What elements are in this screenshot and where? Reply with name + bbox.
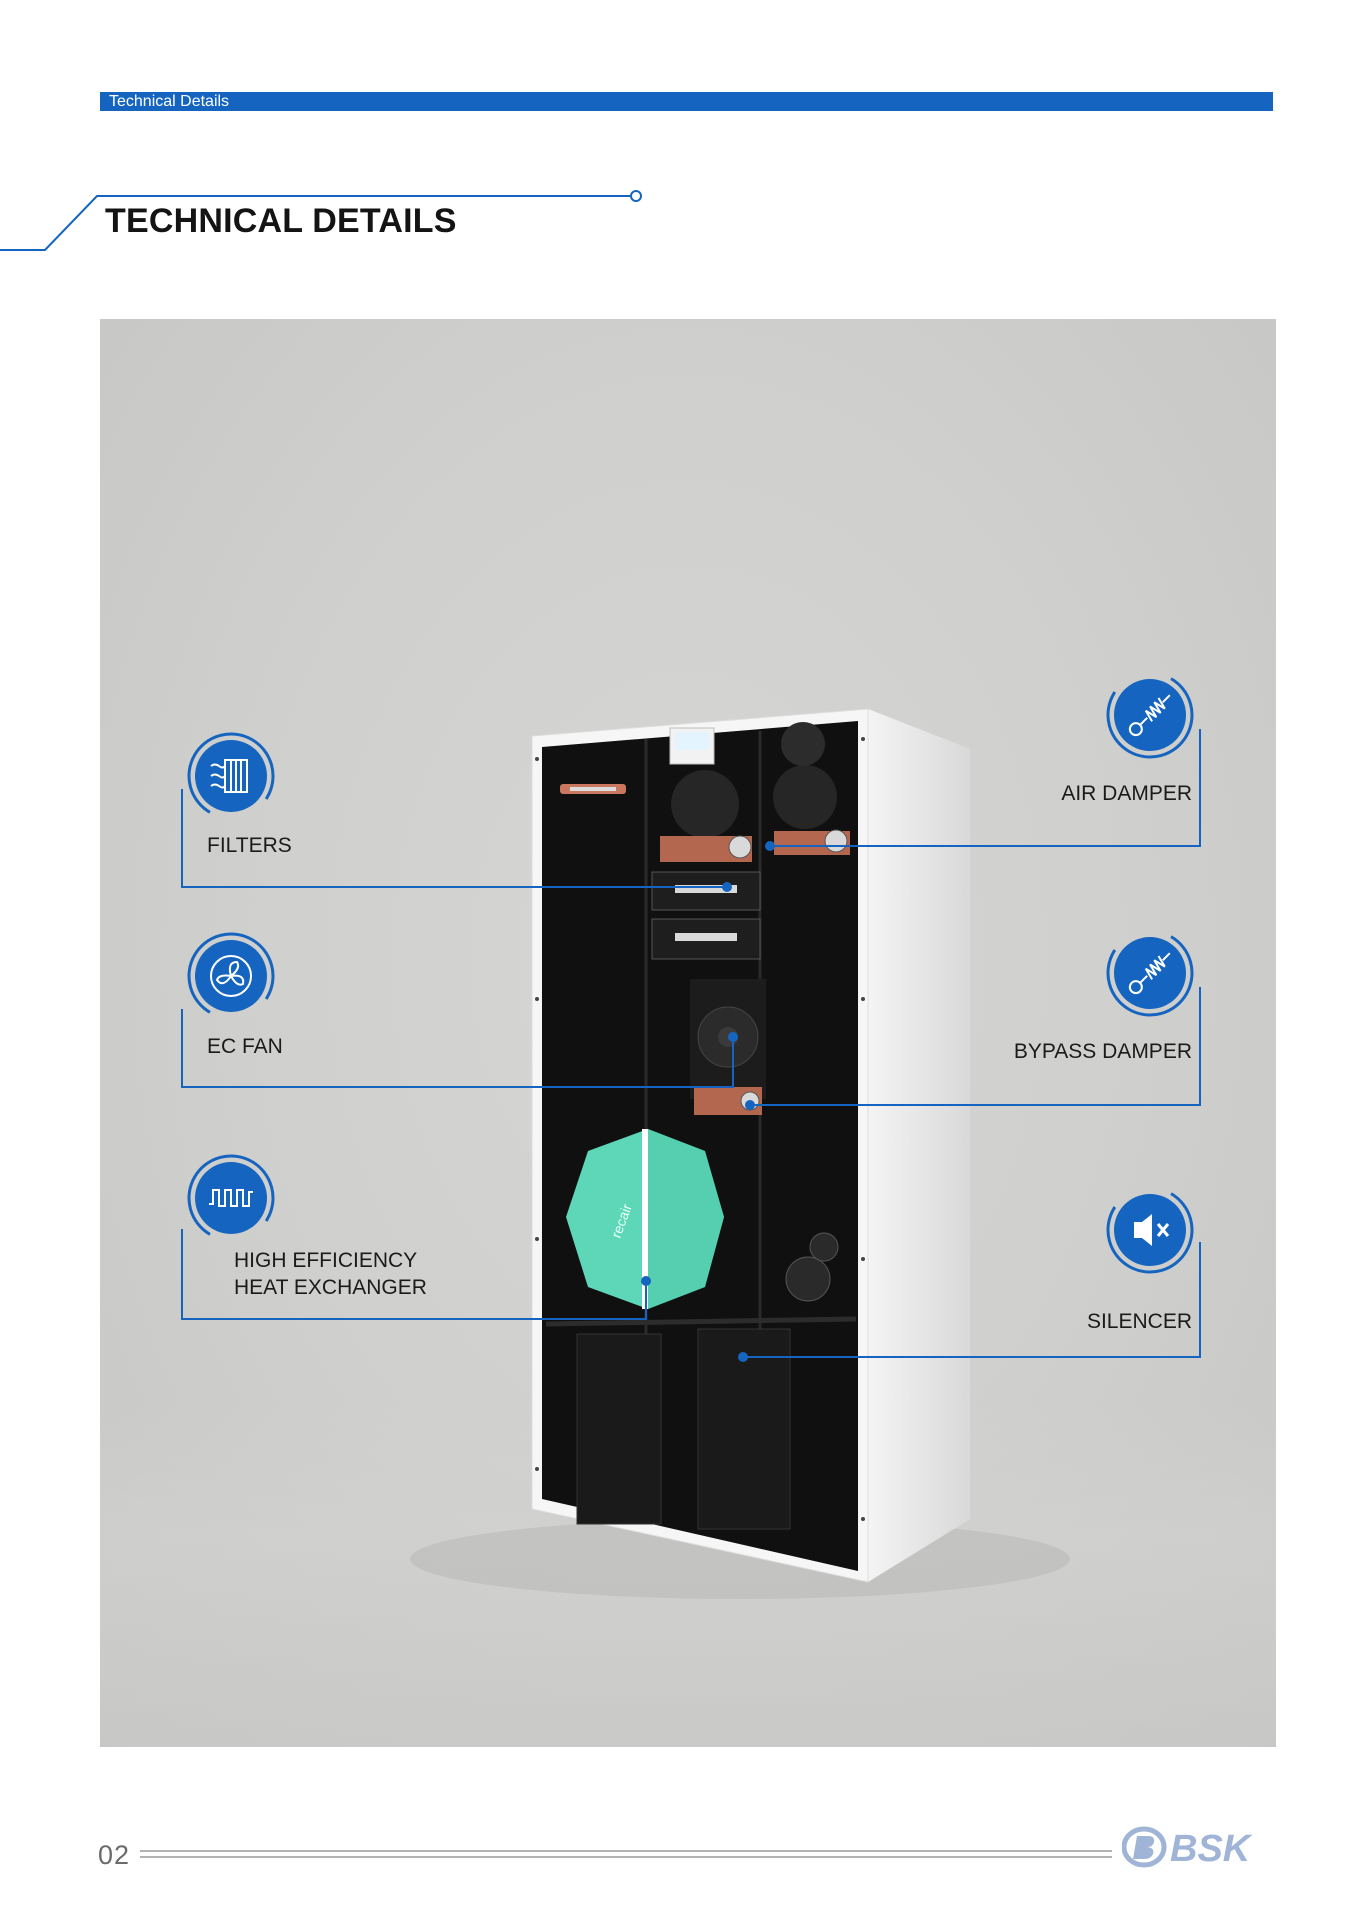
heat-exchanger-marker	[641, 1276, 651, 1286]
footer-divider	[140, 1850, 1112, 1858]
filter-icon	[187, 732, 275, 820]
title-decoration	[0, 190, 642, 251]
logo-text: BSK	[1170, 1828, 1253, 1870]
air-damper-label: AIR DAMPER	[1061, 782, 1192, 805]
product-photo-panel: recair	[100, 319, 1276, 1747]
page-title: TECHNICAL DETAILS	[105, 202, 457, 240]
bypass-damper-marker	[745, 1100, 755, 1110]
filters-label: FILTERS	[207, 834, 292, 857]
page-number: 02	[98, 1840, 131, 1870]
ec-fan-label: EC FAN	[207, 1035, 283, 1058]
header-section-label: Technical Details	[109, 93, 230, 110]
callout-connectors	[181, 729, 1201, 1362]
silencer-label: SILENCER	[1086, 1310, 1192, 1333]
filters-marker	[722, 882, 732, 892]
speaker-mute-icon	[1106, 1186, 1194, 1274]
bypass-damper-label: BYPASS DAMPER	[1013, 1040, 1192, 1063]
fan-icon	[187, 932, 275, 1020]
silencer-marker	[738, 1352, 748, 1362]
heat-exchanger-label-line1: HIGH EFFICIENCY	[234, 1249, 418, 1272]
heat-coil-icon	[187, 1154, 275, 1242]
spring-damper-icon	[1106, 929, 1194, 1017]
ventilation-unit-illustration: recair	[410, 708, 1070, 1599]
heat-exchanger-label-line2: HEAT EXCHANGER	[234, 1276, 427, 1299]
bsk-logo: BSK	[1121, 1820, 1278, 1872]
spring-damper-icon	[1106, 671, 1194, 759]
air-damper-marker	[765, 841, 775, 851]
header-bar	[100, 92, 1273, 111]
ec-fan-marker	[728, 1032, 738, 1042]
